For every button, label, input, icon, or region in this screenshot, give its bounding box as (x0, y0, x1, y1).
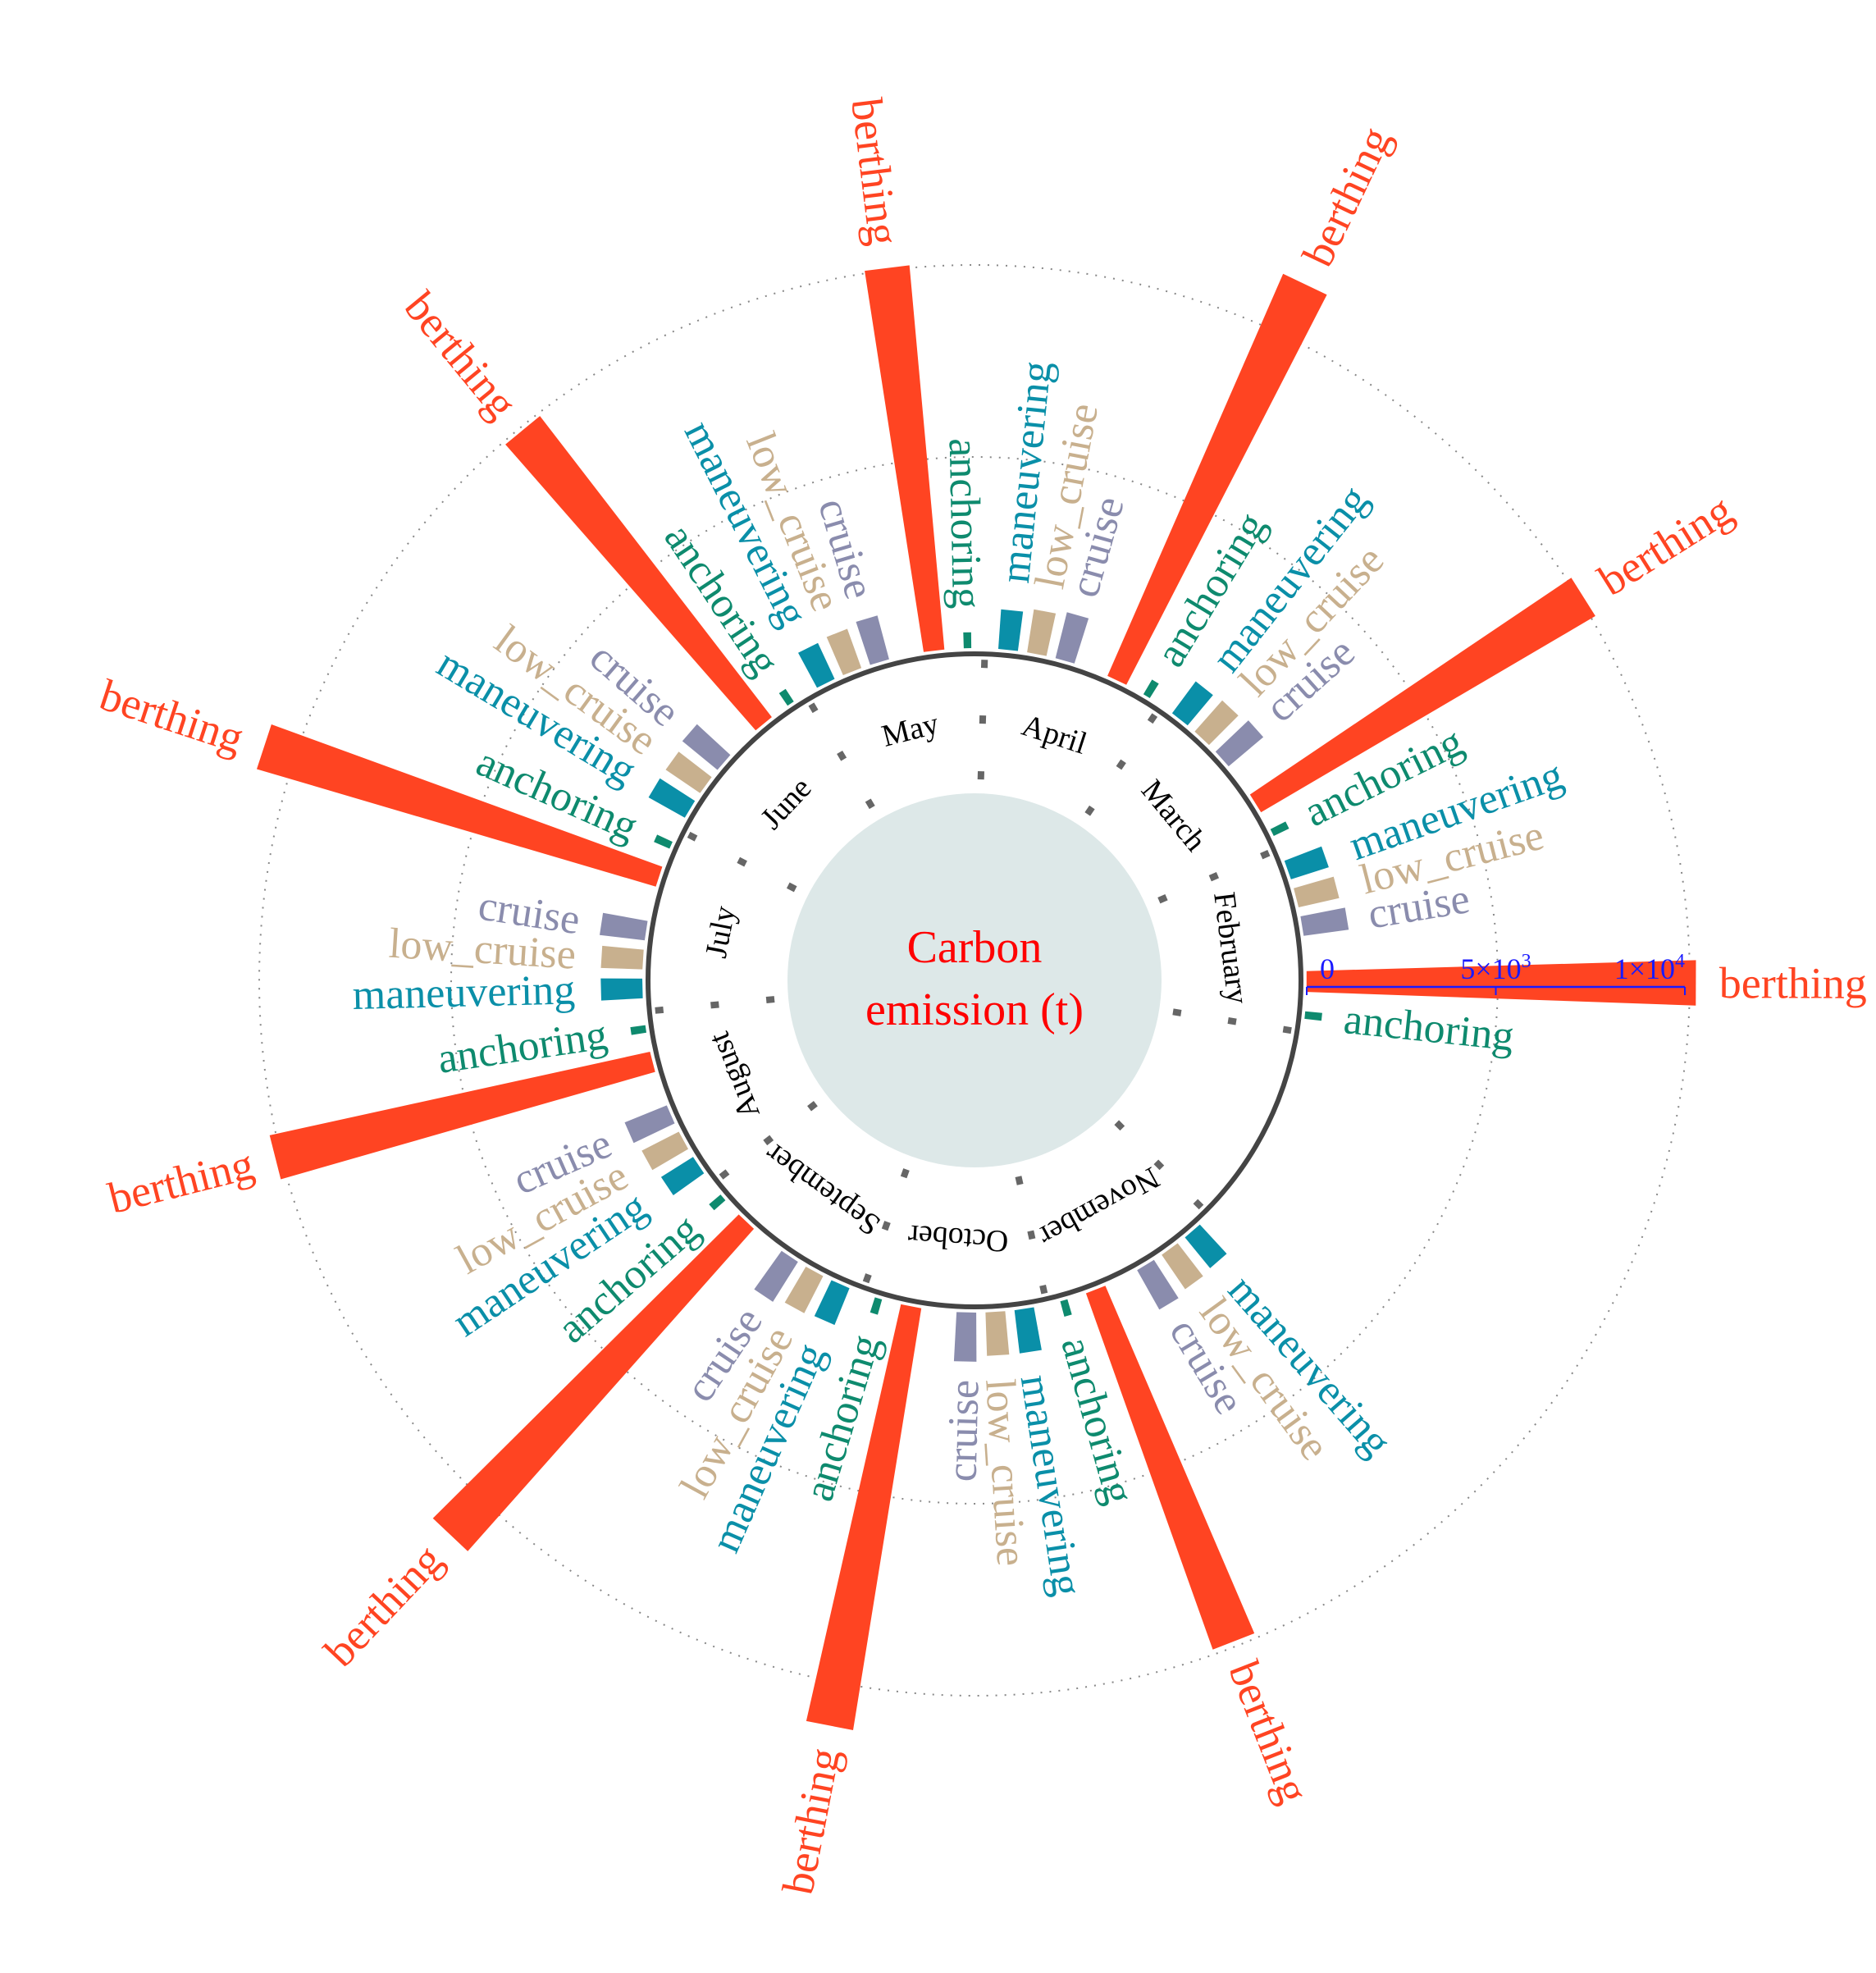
bar-low_cruise-july (600, 945, 644, 970)
month-divider (977, 659, 988, 780)
month-divider (1114, 1120, 1205, 1211)
bar-anchoring-june (778, 688, 794, 706)
month-dividers (654, 659, 1293, 1295)
label-maneuvering-july: maneuvering (352, 966, 576, 1019)
month-label-november: November (1033, 1160, 1165, 1254)
label-berthing-june: berthing (395, 282, 527, 427)
month-label-june: June (754, 771, 818, 837)
bar-anchoring-september (709, 1194, 726, 1211)
label-berthing-october: berthing (773, 1744, 849, 1898)
center-disc (787, 793, 1162, 1167)
bar-low_cruise-august (641, 1131, 688, 1171)
bar-maneuvering-october (1014, 1307, 1042, 1354)
bar-low_cruise-march (1194, 700, 1239, 746)
bar-low_cruise-september (784, 1267, 824, 1313)
label-berthing-march: berthing (1590, 485, 1741, 605)
bar-anchoring-july (654, 834, 673, 849)
bar-cruise-march (1215, 720, 1264, 767)
label-berthing-september: berthing (315, 1535, 452, 1676)
bar-anchoring-march (1270, 821, 1289, 836)
bar-anchoring-november (1060, 1299, 1072, 1317)
bar-cruise-february (1300, 907, 1349, 936)
label-berthing-april: berthing (1293, 119, 1400, 273)
bar-berthing-august (269, 1052, 655, 1180)
bar-berthing-june (505, 416, 772, 731)
bar-maneuvering-august (660, 1157, 705, 1195)
bar-anchoring-april (1143, 679, 1159, 698)
bar-cruise-july (600, 912, 648, 941)
bar-berthing-april (1107, 273, 1327, 685)
bar-anchoring-may (963, 632, 972, 649)
label-berthing-may: berthing (842, 95, 908, 248)
bar-berthing-november (1085, 1286, 1255, 1650)
bar-maneuvering-september (814, 1280, 850, 1326)
scale-axis: 0 5×103 1×104 (1306, 951, 1686, 995)
scale-tick-label: 0 (1320, 952, 1335, 985)
bar-berthing-september (432, 1214, 755, 1551)
bar-berthing-february (1306, 960, 1696, 1006)
label-anchoring-february: anchoring (1342, 996, 1517, 1060)
bar-maneuvering-february (1284, 846, 1329, 879)
month-divider (1015, 1176, 1048, 1295)
bars (257, 265, 1696, 1730)
month-label-may: May (879, 706, 943, 754)
label-berthing-november: berthing (1219, 1654, 1319, 1809)
bar-anchoring-february (1304, 1011, 1322, 1021)
bar-berthing-march (1249, 578, 1595, 813)
month-divider (862, 1168, 910, 1285)
month-divider (808, 701, 875, 810)
bar-maneuvering-may (798, 642, 835, 688)
bar-berthing-july (257, 724, 663, 887)
bar-cruise-june (682, 724, 731, 770)
bar-maneuvering-november (1184, 1224, 1227, 1268)
bar-cruise-october (953, 1312, 977, 1362)
month-divider (686, 831, 797, 893)
bar-maneuvering-june (648, 778, 696, 818)
bar-maneuvering-april (998, 609, 1024, 651)
month-divider (1157, 849, 1271, 904)
label-berthing-july: berthing (94, 670, 250, 763)
month-label-february: February (1207, 890, 1255, 1006)
label-berthing-august: berthing (103, 1139, 258, 1223)
month-divider (718, 1101, 818, 1181)
bar-berthing-may (865, 265, 945, 652)
bar-cruise-august (624, 1105, 675, 1144)
label-anchoring-may: anchoring (940, 438, 990, 610)
month-label-march: March (1134, 774, 1213, 858)
bar-low_cruise-april (1027, 609, 1057, 656)
bar-maneuvering-march (1171, 681, 1213, 726)
month-label-april: April (1018, 708, 1091, 761)
month-label-september: September (758, 1136, 886, 1243)
scale-tick-label: 5×103 (1460, 951, 1531, 985)
bar-low_cruise-june (665, 751, 712, 793)
scale-tick-label: 1×104 (1614, 951, 1685, 985)
bar-berthing-october (806, 1304, 922, 1730)
bar-low_cruise-february (1294, 876, 1340, 907)
label-berthing-february: berthing (1719, 958, 1867, 1008)
bar-cruise-november (1137, 1259, 1179, 1310)
bar-low_cruise-november (1162, 1243, 1203, 1290)
month-ring (646, 651, 1303, 1309)
label-cruise-october: cruise (939, 1379, 988, 1482)
bar-cruise-april (1055, 612, 1089, 664)
month-divider (1084, 712, 1158, 816)
bar-cruise-september (754, 1250, 798, 1302)
month-divider (654, 996, 775, 1014)
bar-anchoring-october (870, 1297, 883, 1315)
bar-low_cruise-may (826, 628, 862, 675)
month-divider (1172, 1008, 1293, 1034)
bar-low_cruise-october (985, 1311, 1010, 1356)
month-label-july: July (699, 903, 742, 961)
month-label-october: October (906, 1218, 1009, 1259)
bar-anchoring-august (630, 1025, 646, 1035)
month-label-august: August (701, 1027, 767, 1124)
bar-cruise-may (856, 615, 889, 665)
bar-maneuvering-july (600, 978, 643, 1001)
